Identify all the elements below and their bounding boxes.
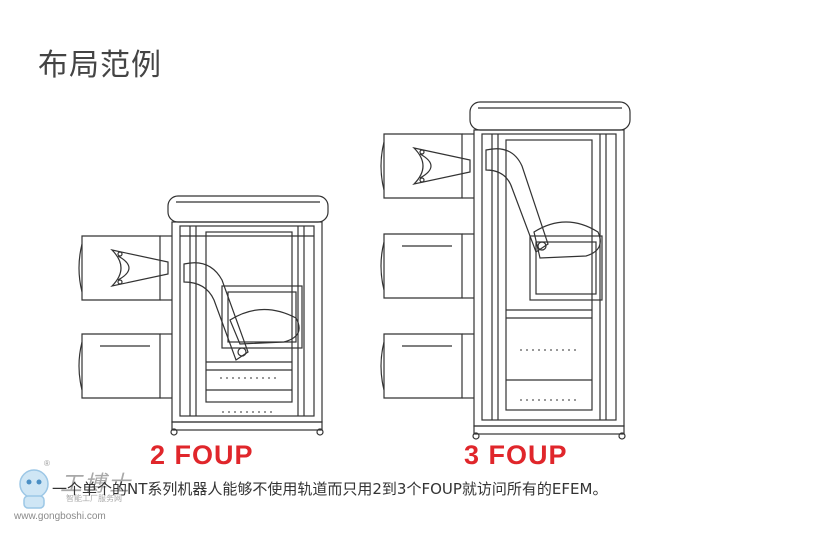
layout-label-2foup: 2 FOUP [150,440,254,470]
watermark-url: www.gongboshi.com [14,511,106,522]
efem-2foup-drawing [78,195,329,436]
page-caption: 一个单个的NT系列机器人能够不使用轨道而只用2到3个FOUP就访问所有的EFEM… [52,480,608,498]
watermark-tagline: 智能工厂服务网 [66,494,122,503]
page-title: 布局范例 [38,48,162,83]
watermark-robot-icon: ® [19,459,50,509]
svg-text:®: ® [44,459,50,468]
layout-label-3foup: 3 FOUP [464,440,568,470]
efem-3foup-drawing [380,101,631,440]
watermark-brand: 工博士 [60,472,133,497]
